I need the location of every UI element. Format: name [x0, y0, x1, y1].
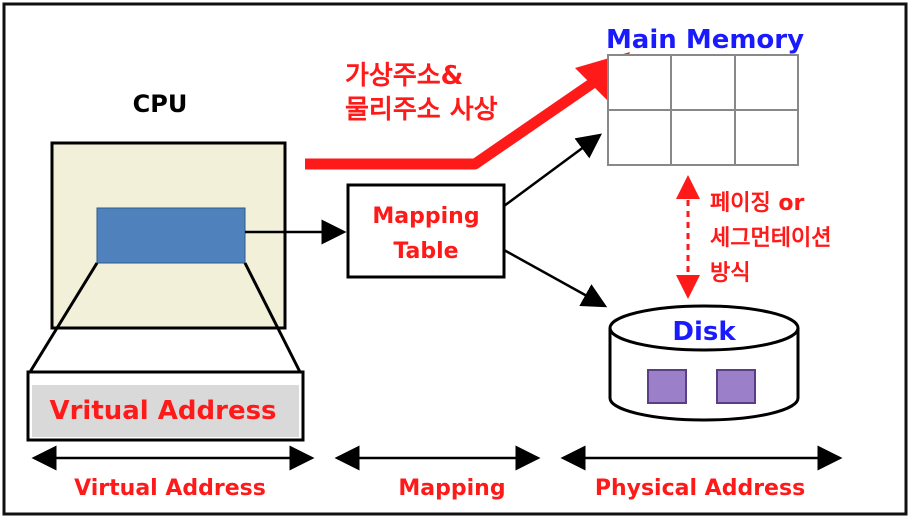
disk-page-1: [647, 369, 687, 404]
virtual-address-inner: [32, 385, 299, 437]
bottom-label-mapping: Mapping: [398, 476, 505, 501]
zoom-line-right: [243, 262, 302, 373]
paging-label-line2: 세그먼테이션: [710, 226, 831, 251]
disk-page-2: [716, 369, 756, 404]
red-mapping-arrow: [305, 73, 604, 170]
cpu-register: [96, 207, 246, 264]
main-memory-grid: [607, 54, 799, 166]
cpu-label: CPU: [133, 90, 188, 118]
disk-label: Disk: [672, 317, 736, 347]
bottom-label-virtual: Virtual Address: [74, 476, 266, 501]
mapping-table-label-line2: Table: [393, 239, 458, 264]
zoom-line-left: [28, 262, 99, 373]
arrow-table-to-memory: [503, 133, 603, 208]
mapping-table-box: [346, 183, 506, 279]
virtual-address-box-label: Vritual Address: [49, 396, 276, 426]
paging-label-line1: 페이징 or: [710, 191, 804, 216]
bottom-label-physical: Physical Address: [595, 476, 805, 501]
paging-label-line3: 방식: [710, 261, 750, 286]
mapping-table-label-line1: Mapping: [372, 204, 479, 229]
arrow-table-to-disk: [503, 248, 608, 308]
main-memory-label: Main Memory: [606, 25, 804, 55]
korean-mapping-label-line2: 물리주소 사상: [345, 95, 498, 125]
korean-mapping-label-line1: 가상주소&: [345, 61, 463, 91]
